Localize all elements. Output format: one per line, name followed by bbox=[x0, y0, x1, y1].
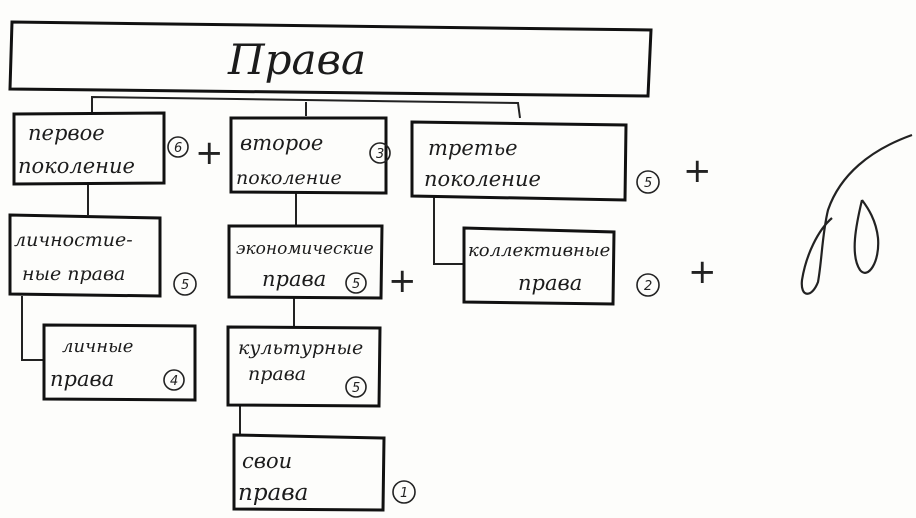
root-label: Права bbox=[227, 35, 366, 84]
own-rights-score: 1 bbox=[400, 486, 408, 501]
collective-rights-score: 2 bbox=[644, 279, 652, 294]
third-generation-score: 5 bbox=[644, 176, 652, 191]
personal-sub-rights-node: личные права 4 bbox=[42, 323, 197, 402]
own-rights-line2: права bbox=[238, 480, 308, 506]
score-circle bbox=[636, 273, 660, 297]
collective-rights-node: коллективные права 2 bbox=[462, 226, 660, 306]
own-rights-node: свои права 1 bbox=[232, 433, 416, 512]
first-generation-node: первое поколение 6 bbox=[12, 111, 189, 186]
cultural-rights-score: 5 bbox=[352, 381, 360, 396]
plus-mark: + bbox=[195, 133, 224, 173]
second-generation-line2: поколение bbox=[236, 167, 342, 189]
personal-rights-node: личностие- ные права 5 bbox=[8, 213, 197, 298]
personal-rights-box bbox=[8, 213, 162, 298]
first-generation-line2: поколение bbox=[18, 154, 135, 178]
personal-to-natural-connector bbox=[21, 296, 44, 361]
personal-sub-rights-box bbox=[42, 323, 197, 402]
root-node: Права bbox=[8, 20, 653, 98]
root-branch-connector bbox=[91, 95, 521, 119]
third-generation-node: третье поколение 5 bbox=[410, 120, 660, 202]
personal-sub-rights-score: 4 bbox=[170, 374, 178, 389]
cultural-rights-line2: права bbox=[248, 363, 306, 385]
economic-rights-score: 5 bbox=[352, 277, 360, 292]
economic-rights-line2: права bbox=[262, 267, 326, 291]
score-circle bbox=[369, 142, 391, 164]
third-to-collective-connector bbox=[433, 196, 464, 265]
second-generation-node: второе поколение 3 bbox=[229, 116, 391, 195]
score-circle bbox=[345, 376, 367, 398]
score-circle bbox=[345, 272, 367, 294]
economic-rights-line1: экономические bbox=[236, 239, 374, 259]
plus-mark: + bbox=[683, 151, 712, 191]
economic-rights-node: экономические права 5 bbox=[227, 224, 384, 300]
plus-mark: + bbox=[388, 261, 417, 301]
cultural-rights-node: культурные права 5 bbox=[226, 325, 382, 408]
own-rights-line1: свои bbox=[242, 449, 292, 473]
root-box bbox=[8, 20, 653, 98]
third-generation-line2: поколение bbox=[424, 167, 541, 191]
score-circle bbox=[167, 136, 189, 158]
collective-rights-box bbox=[462, 226, 616, 306]
collective-rights-line2: права bbox=[518, 271, 582, 295]
score-circle bbox=[636, 170, 660, 194]
cultural-rights-line1: культурные bbox=[238, 337, 363, 359]
second-generation-box bbox=[229, 116, 388, 195]
cultural-rights-box bbox=[226, 325, 382, 408]
third-generation-box bbox=[410, 120, 628, 202]
second-generation-line1: второе bbox=[240, 131, 323, 155]
personal-rights-line2: ные права bbox=[22, 263, 125, 285]
first-generation-score: 6 bbox=[174, 141, 182, 156]
connectors bbox=[21, 95, 521, 434]
personal-sub-rights-line2: права bbox=[50, 367, 114, 391]
second-generation-score: 3 bbox=[376, 147, 384, 162]
score-circle bbox=[173, 272, 197, 296]
personal-sub-rights-line1: личные bbox=[62, 336, 133, 357]
economic-rights-box bbox=[227, 224, 384, 300]
personal-rights-line1: личностие- bbox=[14, 229, 133, 251]
first-generation-box bbox=[12, 111, 166, 186]
grade-stroke bbox=[853, 199, 880, 274]
score-circle bbox=[163, 369, 185, 391]
personal-rights-score: 5 bbox=[181, 278, 189, 293]
own-rights-box bbox=[232, 433, 386, 512]
plus-mark: + bbox=[688, 252, 717, 292]
first-generation-line1: первое bbox=[28, 121, 105, 145]
collective-rights-line1: коллективные bbox=[468, 240, 610, 261]
grade-stroke bbox=[800, 133, 913, 295]
teacher-grade: 5 bbox=[800, 133, 913, 295]
score-circle bbox=[392, 480, 416, 504]
third-generation-line1: третье bbox=[428, 136, 518, 160]
